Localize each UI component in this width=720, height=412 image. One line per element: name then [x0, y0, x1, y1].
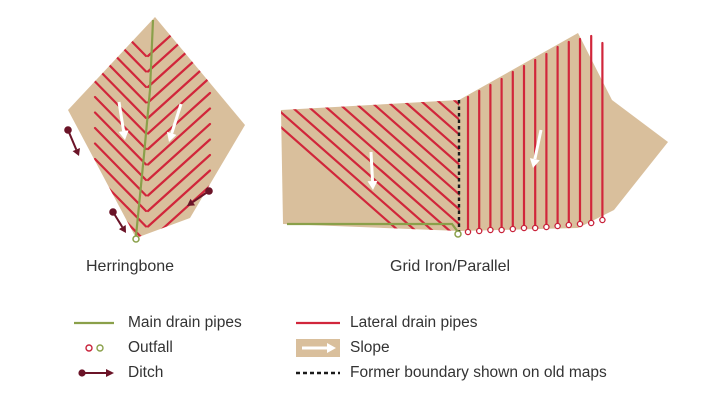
gridiron-outfalls: [464, 216, 606, 236]
herringbone-lateral-right: [146, 169, 212, 228]
legend-lateral-drain: Lateral drain pipes: [296, 314, 478, 332]
outfall-icon: [565, 221, 573, 229]
gridiron-diagonal-lateral: [350, 100, 460, 231]
main-drain-swatch: [74, 314, 118, 332]
legend-former-boundary: Former boundary shown on old maps: [296, 364, 607, 382]
outfall-icon: [509, 225, 517, 233]
gridiron-main-drain: [287, 222, 459, 233]
outfall-icon: [498, 226, 505, 234]
outfall-icon: [531, 224, 539, 232]
legend-main-drain-label: Main drain pipes: [128, 314, 242, 331]
herringbone-lateral-right: [146, 107, 212, 166]
legend-main-drain: Main drain pipes: [74, 314, 242, 332]
outfall-icon: [554, 222, 561, 230]
outfall-icon: [464, 228, 472, 236]
herringbone-field-area: [68, 17, 245, 238]
slope-arrow-icon: [367, 151, 378, 190]
slope-arrow-icon: [166, 103, 183, 142]
outfall-icon: [475, 227, 483, 235]
outfall-icon: [599, 216, 606, 224]
gridiron-vertical-laterals: [466, 34, 604, 231]
lateral-drain-swatch: [296, 314, 340, 332]
legend-outfall-label: Outfall: [128, 339, 173, 356]
ditch-arrow-icon: [109, 208, 126, 233]
herringbone-outfall: [132, 235, 140, 243]
gridiron-diagonal-lateral: [333, 100, 460, 231]
gridiron-diagonal-lateral: [299, 100, 453, 231]
herringbone-main-drain: [134, 19, 155, 237]
slope-arrow-icon: [529, 129, 543, 168]
outfall-icon: [543, 223, 550, 231]
gridiron-diagonal-lateral: [281, 100, 402, 231]
gridiron-diagonal-lateral: [384, 100, 460, 231]
outfall-icon: [520, 224, 528, 232]
gridiron-diagonal-laterals: [281, 100, 460, 231]
herringbone-lateral-right: [146, 60, 212, 120]
gridiron-main-outfall: [454, 230, 462, 238]
herringbone-lateral-right: [146, 122, 212, 182]
herringbone-lateral-right: [146, 91, 212, 151]
gridiron-diagonal-lateral: [282, 100, 436, 231]
gridiron-diagonal-lateral: [367, 100, 460, 231]
outfall-icon: [74, 339, 118, 357]
herringbone-lateral-left: [93, 157, 148, 213]
legend-former-boundary-label: Former boundary shown on old maps: [350, 364, 607, 381]
outfall-icon: [587, 219, 595, 227]
legend-slope: Slope: [296, 339, 390, 357]
drainage-diagram: [64, 17, 668, 243]
slope-arrow-icon: [117, 101, 129, 140]
legend-ditch: Ditch: [74, 364, 163, 382]
gridiron-diagonal-lateral: [418, 100, 460, 231]
caption-gridiron: Grid Iron/Parallel: [390, 258, 511, 275]
herringbone-field: [64, 17, 245, 243]
outfall-icon: [576, 220, 584, 228]
herringbone-lateral-left: [93, 111, 148, 166]
herringbone-lateral-right: [146, 153, 212, 213]
ditch-arrow-icon: [187, 187, 213, 206]
gridiron-diagonal-lateral: [316, 100, 460, 231]
ditch-arrow-icon: [64, 126, 80, 156]
gridiron-field: [281, 33, 668, 238]
slope-arrow-icon: [296, 339, 340, 357]
caption-herringbone: Herringbone: [86, 258, 175, 275]
gridiron-diagonal-lateral: [281, 100, 419, 231]
herringbone-lateral-right: [146, 138, 212, 197]
gridiron-field-right-area: [459, 33, 668, 231]
herringbone-lateral-left: [93, 142, 148, 197]
former-boundary-swatch: [296, 364, 340, 382]
outfall-icon: [487, 226, 494, 234]
herringbone-lateral-left: [93, 95, 148, 151]
legend-lateral-drain-label: Lateral drain pipes: [350, 314, 478, 331]
herringbone-lateral-left: [93, 126, 148, 182]
legend-ditch-label: Ditch: [128, 364, 164, 381]
legend-slope-label: Slope: [350, 339, 390, 356]
gridiron-diagonal-lateral: [401, 100, 460, 231]
legend-outfall: Outfall: [74, 339, 173, 357]
ditch-arrow-icon: [74, 364, 118, 382]
herringbone-lateral-left: [93, 17, 148, 58]
herringbone-lateral-left: [93, 64, 148, 120]
